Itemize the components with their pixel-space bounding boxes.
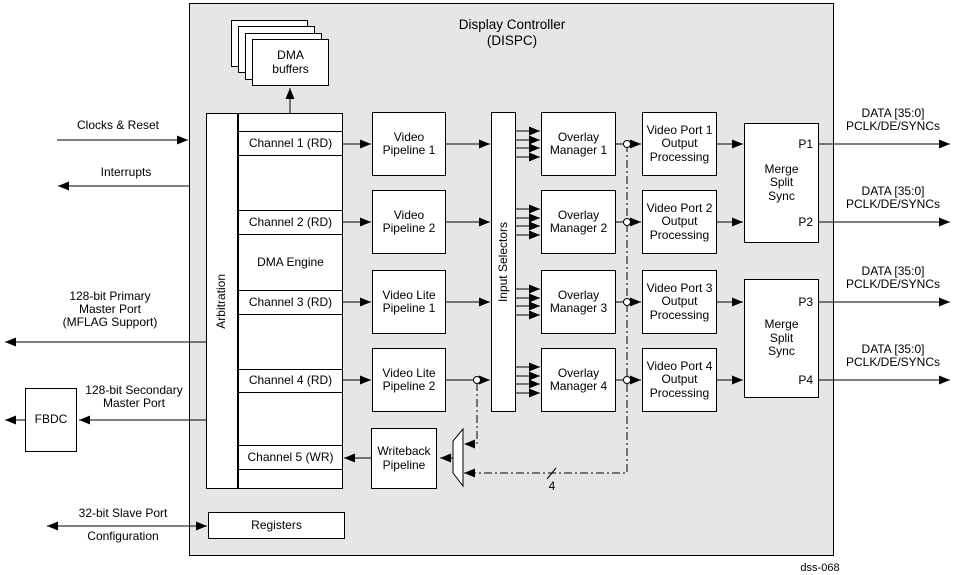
label-secondary-master-port: 128-bit Secondary Master Port: [85, 383, 183, 410]
input-selectors-block: Input Selectors: [491, 112, 516, 412]
fan-arrows-om4: [516, 362, 540, 398]
label-clocks-reset: Clocks & Reset: [76, 118, 160, 132]
data-output-label-2: DATA [35:0] PCLK/DE/SYNCs: [845, 184, 941, 211]
arbitration-label: Arbitration: [214, 273, 229, 329]
data-output-label-4: DATA [35:0] PCLK/DE/SYNCs: [845, 342, 941, 369]
channel-5-row: Channel 5 (WR): [239, 445, 342, 470]
video-port-2-block: Video Port 2 Output Processing: [642, 190, 717, 254]
video-port-4-block: Video Port 4 Output Processing: [642, 348, 717, 412]
merge-split-sync-2-block: Merge Split Sync: [744, 279, 819, 398]
fan-arrows-om2: [516, 204, 540, 240]
registers-block: Registers: [208, 512, 345, 539]
overlay-manager-2-block: Overlay Manager 2: [541, 190, 616, 254]
fan-arrows-om1: [516, 126, 540, 162]
channel-2-row: Channel 2 (RD): [239, 210, 342, 235]
video-port-3-block: Video Port 3 Output Processing: [642, 270, 717, 334]
overlay-manager-3-block: Overlay Manager 3: [541, 270, 616, 334]
channel-1-row: Channel 1 (RD): [239, 131, 342, 156]
overlay-manager-4-block: Overlay Manager 4: [541, 348, 616, 412]
port-label-p1: P1: [798, 137, 813, 151]
channel-4-row: Channel 4 (RD): [239, 369, 342, 393]
fan-arrows-om3: [516, 284, 540, 320]
figure-code-label: dss-068: [800, 562, 840, 574]
bus-width-label: 4: [548, 479, 556, 493]
merge-split-sync-1-block: Merge Split Sync: [744, 123, 819, 243]
dma-buffers-block: DMA buffers: [252, 39, 329, 86]
data-output-label-3: DATA [35:0] PCLK/DE/SYNCs: [845, 264, 941, 291]
arbitration-block: Arbitration: [206, 113, 238, 489]
writeback-pipeline-block: Writeback Pipeline: [371, 428, 437, 489]
dashdot-om-taps-to-mux: [464, 144, 628, 478]
label-configuration: Configuration: [87, 529, 159, 543]
channel-3-row: Channel 3 (RD): [239, 290, 342, 315]
dma-channel-column: Channel 1 (RD) Channel 2 (RD) DMA Engine…: [238, 113, 343, 489]
tap-circles: [473, 140, 631, 384]
label-slave-port: 32-bit Slave Port: [78, 506, 168, 520]
dashdot-vlp2-to-mux: [464, 383, 478, 449]
video-lite-pipeline-1-block: Video Lite Pipeline 1: [372, 270, 446, 334]
port-label-p2: P2: [798, 215, 813, 229]
data-output-label-1: DATA [35:0] PCLK/DE/SYNCs: [845, 106, 941, 133]
writeback-mux-shape: [452, 427, 464, 488]
port-label-p3: P3: [798, 295, 813, 309]
dma-engine-row: DMA Engine: [239, 235, 342, 290]
video-lite-pipeline-2-block: Video Lite Pipeline 2: [372, 348, 446, 412]
port-label-p4: P4: [798, 373, 813, 387]
fbdc-block: FBDC: [25, 388, 77, 452]
diagram-title: Display Controller (DISPC): [458, 17, 566, 48]
overlay-manager-1-block: Overlay Manager 1: [541, 112, 616, 176]
video-port-1-block: Video Port 1 Output Processing: [642, 112, 717, 176]
label-interrupts: Interrupts: [100, 165, 152, 179]
bus-width-slash: [546, 467, 557, 480]
video-pipeline-2-block: Video Pipeline 2: [372, 190, 446, 254]
label-primary-master-port: 128-bit Primary Master Port (MFLAG Suppo…: [62, 289, 158, 329]
video-pipeline-1-block: Video Pipeline 1: [372, 112, 446, 176]
input-selectors-label: Input Selectors: [495, 221, 510, 303]
